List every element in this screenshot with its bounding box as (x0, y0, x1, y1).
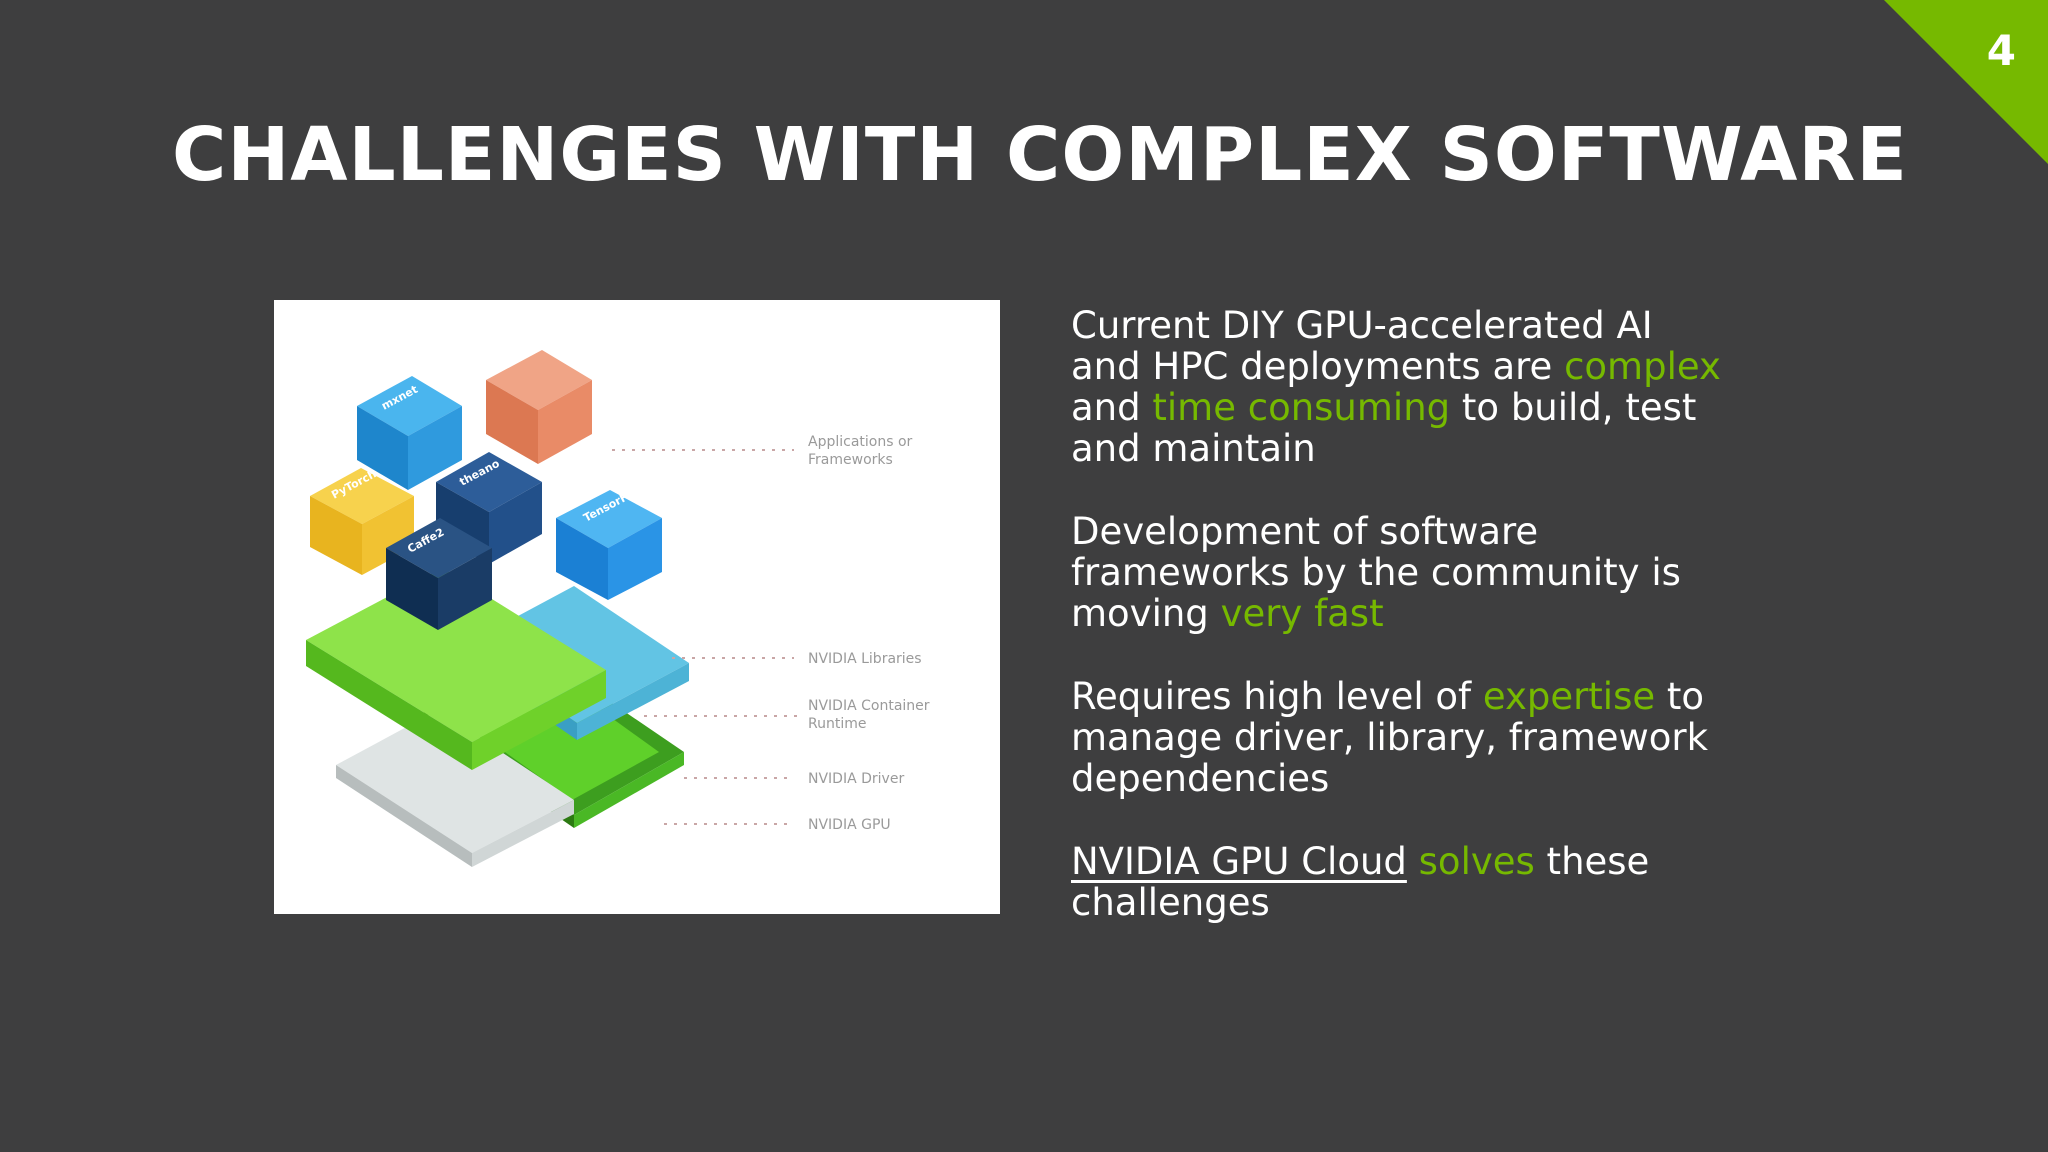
software-stack-diagram: PyTorch mxnet theano Caffe2 (274, 300, 1000, 914)
label-runtime: Runtime (808, 716, 866, 732)
bullet-complexity: Current DIY GPU-accelerated AI and HPC d… (1071, 304, 1721, 470)
bullet-development: Development of software frameworks by th… (1071, 510, 1681, 635)
highlight-time-consuming: time consuming (1152, 386, 1451, 429)
label-gpu: NVIDIA GPU (808, 817, 891, 833)
ngc-link[interactable]: NVIDIA GPU Cloud (1071, 840, 1407, 883)
label-libraries: NVIDIA Libraries (808, 651, 922, 667)
cube-unknown-orange (486, 350, 592, 464)
highlight-expertise: expertise (1482, 675, 1656, 718)
page-number: 4 (1986, 26, 2016, 75)
driver-layer (336, 710, 574, 867)
cube-caffe2: Caffe2 (386, 518, 492, 630)
label-applications: Applications or (808, 434, 913, 450)
corner-triangle (1884, 0, 2048, 164)
bullet-expertise: Requires high level of expertise to mana… (1071, 675, 1709, 800)
label-frameworks: Frameworks (808, 452, 893, 468)
highlight-very-fast: very fast (1220, 592, 1384, 635)
libraries-layer (306, 568, 606, 770)
cube-tensorflow: TensorFlow (556, 480, 662, 600)
highlight-complex: complex (1564, 345, 1721, 388)
cube-pytorch: PyTorch (310, 467, 414, 575)
bullet-solution: NVIDIA GPU Cloud solves these challenges (1071, 840, 1650, 924)
slide-title: CHALLENGES WITH COMPLEX SOFTWARE (172, 112, 1908, 198)
highlight-solves: solves (1406, 840, 1535, 883)
cube-mxnet: mxnet (357, 376, 462, 490)
label-driver: NVIDIA Driver (808, 771, 904, 787)
bullet-list: Current DIY GPU-accelerated AI and HPC d… (1071, 305, 1721, 965)
label-container: NVIDIA Container (808, 698, 930, 714)
